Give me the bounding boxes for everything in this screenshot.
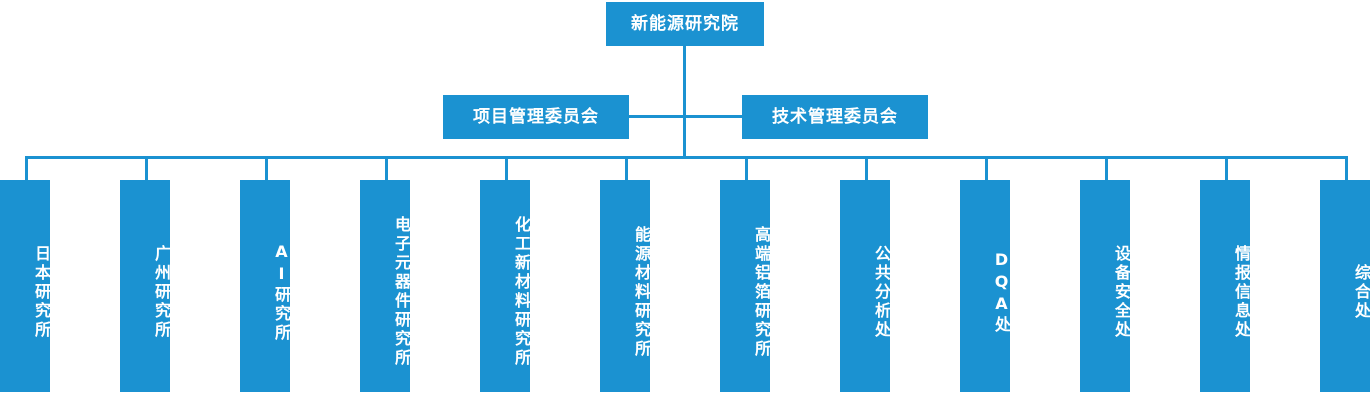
connector-drop-1 <box>25 156 28 181</box>
org-node-committee-project-management[interactable]: 项目管理委员会 <box>443 95 629 139</box>
org-node-dept-general-affairs-office[interactable]: 综合处 <box>1320 180 1370 392</box>
connector-drop-10 <box>1105 156 1108 181</box>
connector-drop-11 <box>1225 156 1228 181</box>
org-node-dept-electronic-components-research-institute[interactable]: 电子元器件研究所 <box>360 180 411 392</box>
connector-department-bus <box>25 156 1345 159</box>
org-node-dept-energy-materials-research-institute[interactable]: 能源材料研究所 <box>600 180 651 392</box>
org-node-dept-guangzhou-research-institute[interactable]: 广州研究所 <box>120 180 171 392</box>
connector-drop-8 <box>865 156 868 181</box>
connector-drop-5 <box>505 156 508 181</box>
connector-root-stem <box>683 46 686 158</box>
org-node-dept-high-end-aluminum-foil-research-institute[interactable]: 高端铝箔研究所 <box>720 180 771 392</box>
org-node-committee-technical-management[interactable]: 技术管理委员会 <box>742 95 928 139</box>
org-node-dept-public-analysis-office[interactable]: 公共分析处 <box>840 180 891 392</box>
connector-drop-7 <box>745 156 748 181</box>
connector-drop-12 <box>1345 156 1348 181</box>
org-node-dept-ai-research-institute[interactable]: AI研究所 <box>240 180 291 392</box>
org-node-root[interactable]: 新能源研究院 <box>606 2 764 46</box>
org-node-dept-japan-research-institute[interactable]: 日本研究所 <box>0 180 51 392</box>
org-node-dept-dqa-office[interactable]: DQA处 <box>960 180 1011 392</box>
org-node-dept-equipment-safety-office[interactable]: 设备安全处 <box>1080 180 1131 392</box>
connector-drop-4 <box>385 156 388 181</box>
connector-drop-6 <box>625 156 628 181</box>
org-node-dept-intelligence-information-office[interactable]: 情报信息处 <box>1200 180 1251 392</box>
org-node-dept-chemical-new-materials-research-institute[interactable]: 化工新材料研究所 <box>480 180 531 392</box>
connector-drop-2 <box>145 156 148 181</box>
connector-drop-3 <box>265 156 268 181</box>
connector-committee-bar <box>628 115 742 118</box>
connector-drop-9 <box>985 156 988 181</box>
